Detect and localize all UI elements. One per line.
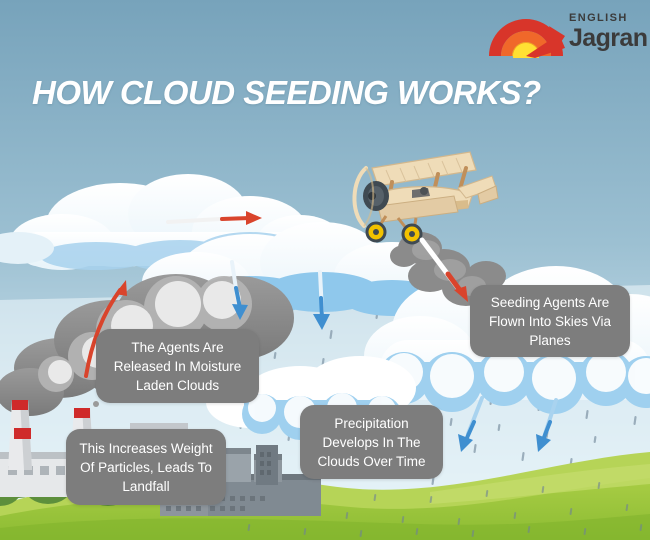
- smokestack-left: [8, 400, 32, 470]
- sunrise-arc-logo-icon: [489, 19, 565, 58]
- arrow-smoke-rising: [84, 280, 127, 378]
- arrow-cloud-spread: [166, 211, 262, 225]
- arrow-plane-dispersal: [419, 237, 468, 302]
- page-title: HOW CLOUD SEEDING WORKS?: [32, 74, 541, 111]
- cloud-far-left-small: [0, 232, 54, 264]
- callout-seeding-agents-flown: Seeding Agents Are Flown Into Skies Via …: [470, 285, 630, 357]
- rain-over-hills: [247, 482, 643, 537]
- brand-wordmark: ENGLISH Jagran: [569, 12, 648, 52]
- arrow-rain-fall-mid: [313, 270, 330, 330]
- callout-agents-released: The Agents Are Released In Moisture Lade…: [96, 329, 259, 403]
- hill-highlight: [430, 464, 650, 504]
- brand-logo[interactable]: ENGLISH Jagran: [487, 10, 648, 62]
- brand-name-top: ENGLISH: [569, 12, 628, 24]
- arrow-rain-fall-left: [230, 260, 248, 320]
- callout-increases-weight: This Increases Weight Of Particles, Lead…: [66, 429, 226, 505]
- arrow-rain-fall-right-a: [458, 396, 484, 452]
- brand-name-bottom: Jagran: [569, 24, 648, 52]
- biplane-aircraft: [352, 151, 499, 245]
- arrow-rain-fall-right-b: [536, 398, 558, 452]
- callout-precipitation-develops: Precipitation Develops In The Clouds Ove…: [300, 405, 443, 479]
- hill-near: [0, 514, 650, 540]
